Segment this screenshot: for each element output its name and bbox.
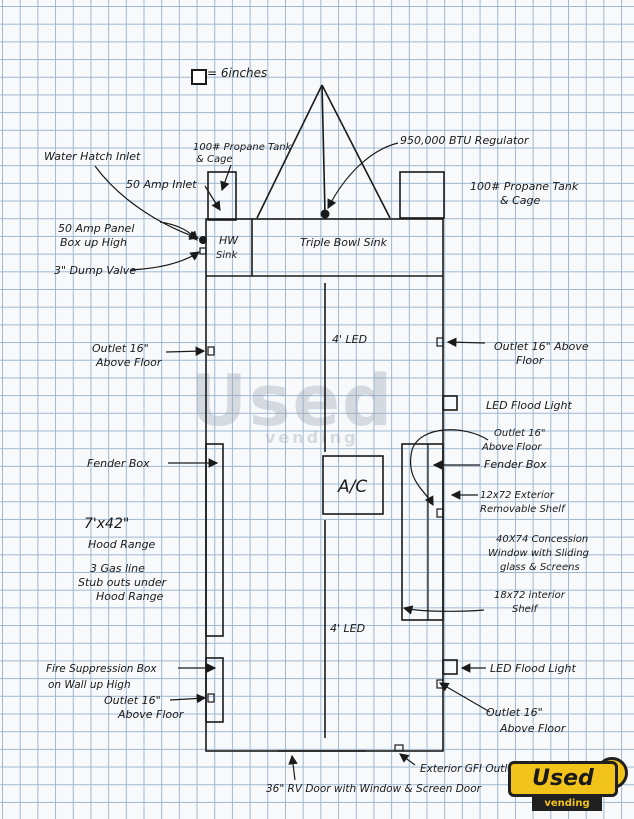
label-exterior-gfi: Exterior GFI Outlet <box>420 763 519 775</box>
logo-sub-text: vending <box>532 797 602 811</box>
label-propane-right-1: 100# Propane Tank <box>470 180 579 193</box>
flood-light-bottom <box>442 659 458 675</box>
label-fire-2: on Wall up High <box>48 679 131 691</box>
watermark-main: Used <box>190 360 395 442</box>
hitch-tongue <box>256 84 391 219</box>
outlet-left-bottom <box>207 693 215 703</box>
label-interior-shelf-2: Shelf <box>512 604 539 615</box>
label-hood-1: 7'x42" <box>84 516 129 532</box>
label-interior-shelf-1: 18x72 interior <box>494 590 566 601</box>
propane-cage-right <box>399 171 445 219</box>
label-outlet-left-bottom-1: Outlet 16" <box>104 694 161 707</box>
label-led-bottom: 4' LED <box>330 622 365 635</box>
label-propane-left-2: & Cage <box>196 154 233 165</box>
label-outlet-right-bottom-2: Above Floor <box>499 722 567 735</box>
label-hw-sink-2: Sink <box>216 250 238 261</box>
label-propane-left-1: 100# Propane Tank <box>193 142 293 153</box>
outlet-left-top <box>207 346 215 356</box>
label-hood-2: Hood Range <box>88 538 156 551</box>
gfi-outlet <box>394 744 404 752</box>
label-hw-sink-1: HW <box>219 234 239 247</box>
label-ac: A/C <box>337 477 367 497</box>
fire-suppression-box <box>205 657 224 723</box>
label-concession-2: Window with Sliding <box>488 548 589 559</box>
label-rv-door: 36" RV Door with Window & Screen Door <box>266 783 482 795</box>
label-led-flood-bottom: LED Flood Light <box>490 662 577 675</box>
watermark-sub: vending <box>265 428 359 447</box>
label-gas-3: Hood Range <box>96 590 164 603</box>
hood-range-box <box>205 443 224 637</box>
label-water-hatch-inlet: Water Hatch Inlet <box>44 150 141 163</box>
label-fire-1: Fire Suppression Box <box>46 663 157 675</box>
label-exterior-shelf-2: Removable Shelf <box>480 504 566 515</box>
logo-main-text: Used <box>508 761 618 797</box>
label-propane-right-2: & Cage <box>500 194 540 207</box>
leader-arrows <box>94 142 491 781</box>
label-concession-1: 40X74 Concession <box>496 534 588 545</box>
legend-square-icon <box>191 69 207 85</box>
propane-cage-left <box>207 171 237 221</box>
label-gas-1: 3 Gas line <box>90 562 145 575</box>
label-outlet-left-top-1: Outlet 16" <box>92 342 149 355</box>
label-amp-panel-2: Box up High <box>60 236 127 249</box>
legend-text: = 6inches <box>207 66 268 80</box>
label-dump-valve: 3" Dump Valve <box>54 264 136 277</box>
label-fender-left: Fender Box <box>87 457 150 470</box>
label-outlet-left-bottom-2: Above Floor <box>117 708 185 721</box>
label-gas-2: Stub outs under <box>78 576 168 589</box>
flood-light-top <box>442 395 458 411</box>
label-regulator: 950,000 BTU Regulator <box>400 134 530 147</box>
label-led-flood-top: LED Flood Light <box>486 399 573 412</box>
label-amp-inlet: 50 Amp Inlet <box>126 178 197 191</box>
label-concession-3: glass & Screens <box>500 562 580 573</box>
label-outlet-right-bottom-1: Outlet 16" <box>486 706 543 719</box>
label-triple-sink: Triple Bowl Sink <box>300 236 388 249</box>
outlet-right-top <box>436 337 444 347</box>
dump-valve-marker <box>199 247 207 255</box>
concession-window <box>401 443 444 621</box>
regulator-dot <box>320 209 330 219</box>
label-exterior-shelf-1: 12x72 Exterior <box>480 490 555 501</box>
label-fender-right: Fender Box <box>484 458 547 471</box>
outlet-right-mid <box>436 508 444 518</box>
label-outlet-right-mid-2: Above Floor <box>481 442 542 453</box>
ac-unit <box>322 455 384 515</box>
water-hatch-dot <box>199 236 207 244</box>
label-outlet-left-top-2: Above Floor <box>95 356 163 369</box>
label-led-top: 4' LED <box>332 333 367 346</box>
label-amp-panel-1: 50 Amp Panel <box>58 222 134 235</box>
label-outlet-right-top-2: Floor <box>516 354 545 367</box>
used-vending-logo: Used vending <box>508 757 628 813</box>
label-outlet-right-top-1: Outlet 16" Above <box>494 340 589 353</box>
label-outlet-right-mid-1: Outlet 16" <box>494 428 545 439</box>
